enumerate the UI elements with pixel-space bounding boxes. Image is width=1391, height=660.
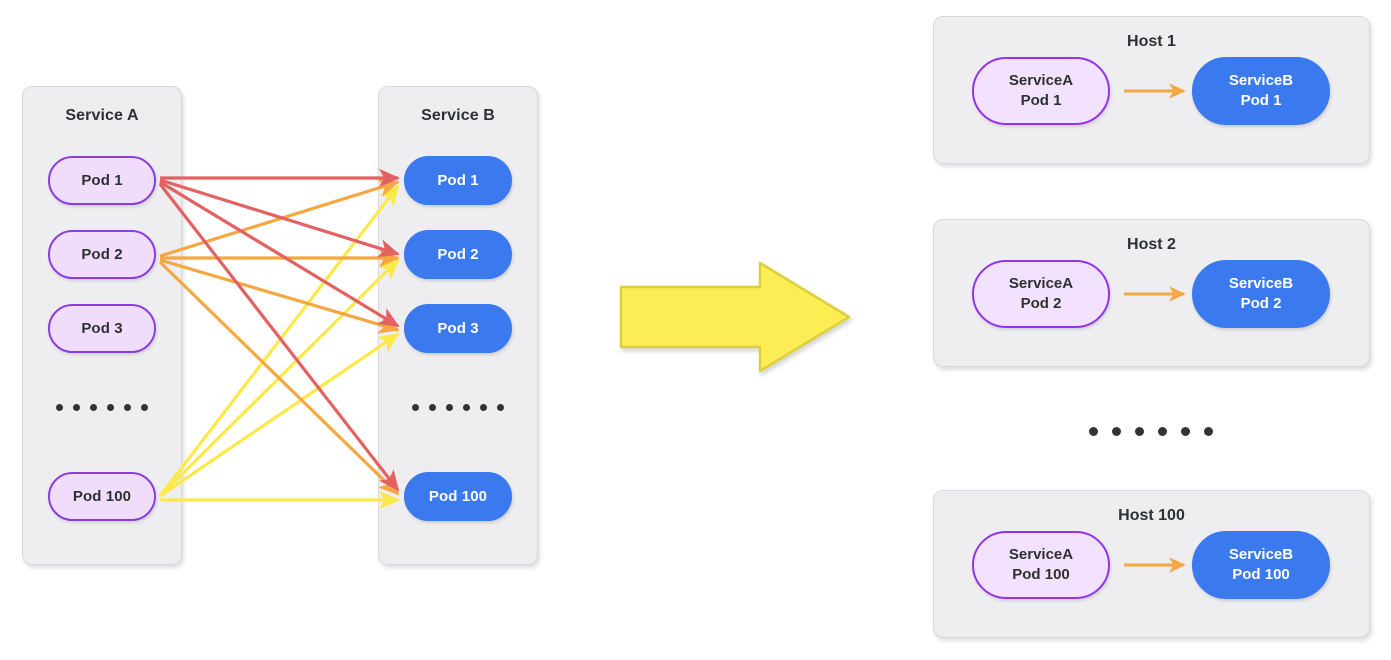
edge-group-pod100 <box>158 184 400 510</box>
service-a-pod-100[interactable]: Pod 100 <box>48 472 156 521</box>
edge-a2-to-b100 <box>158 260 400 496</box>
host-title: Host 1 <box>1127 33 1176 50</box>
host-pod-line1: ServiceB <box>1228 546 1294 564</box>
host-pod-line1: ServiceA <box>1008 72 1074 90</box>
big-right-arrow <box>619 261 851 373</box>
service-a-pod-1[interactable]: Pod 1 <box>48 156 156 205</box>
pod-label: Pod 100 <box>72 488 132 505</box>
service-a-pod-3[interactable]: Pod 3 <box>48 304 156 353</box>
edge-a1-to-b100 <box>158 183 400 492</box>
host-pod-line1: ServiceB <box>1228 275 1294 293</box>
host-title: Host 2 <box>1127 236 1176 253</box>
host-100-service-b-pod[interactable]: ServiceB Pod 100 <box>1192 531 1330 599</box>
host-pod-line2: Pod 2 <box>1240 295 1282 312</box>
host-pod-line1: ServiceA <box>1008 546 1074 564</box>
host-pod-line1: ServiceB <box>1228 72 1294 90</box>
host-pod-line2: Pod 100 <box>1012 566 1070 583</box>
host-list-ellipsis <box>1080 420 1222 442</box>
host-2-service-b-pod[interactable]: ServiceB Pod 2 <box>1192 260 1330 328</box>
pod-label: Pod 1 <box>437 172 479 189</box>
service-b-pod-100[interactable]: Pod 100 <box>404 472 512 521</box>
pod-label: Pod 3 <box>81 320 123 337</box>
host-2-service-a-pod[interactable]: ServiceA Pod 2 <box>972 260 1110 328</box>
service-b-pod-2[interactable]: Pod 2 <box>404 230 512 279</box>
edge-a1-to-b2 <box>159 178 400 258</box>
edge-a100-to-b1 <box>158 184 400 497</box>
pod-label: Pod 1 <box>81 172 123 189</box>
pod-label: Pod 2 <box>81 246 123 263</box>
host-1-service-a-pod[interactable]: ServiceA Pod 1 <box>972 57 1110 125</box>
pod-label: Pod 2 <box>437 246 479 263</box>
edge-a1-to-b3 <box>159 180 400 328</box>
host-pod-line2: Pod 1 <box>1020 92 1062 109</box>
host-pod-line1: ServiceA <box>1008 275 1074 293</box>
pod-label: Pod 100 <box>428 488 488 505</box>
service-b-pod-1[interactable]: Pod 1 <box>404 156 512 205</box>
host-100-service-a-pod[interactable]: ServiceA Pod 100 <box>972 531 1110 599</box>
service-b-ellipsis <box>404 396 512 418</box>
service-b-pod-3[interactable]: Pod 3 <box>404 304 512 353</box>
service-a-title: Service A <box>65 107 139 124</box>
service-a-ellipsis <box>48 396 156 418</box>
edge-group-pod1 <box>158 168 400 492</box>
host-title: Host 100 <box>1118 507 1185 524</box>
edge-a100-to-b3 <box>159 332 400 498</box>
edge-a100-to-b2 <box>158 258 400 498</box>
service-b-title: Service B <box>421 107 495 124</box>
host-pod-line2: Pod 1 <box>1240 92 1282 109</box>
edge-a2-to-b3 <box>159 258 400 334</box>
service-a-pod-2[interactable]: Pod 2 <box>48 230 156 279</box>
pod-label: Pod 3 <box>437 320 479 337</box>
edge-group-pod2 <box>158 178 400 496</box>
host-pod-line2: Pod 2 <box>1020 295 1062 312</box>
host-pod-line2: Pod 100 <box>1232 566 1290 583</box>
edge-a2-to-b1 <box>159 178 400 258</box>
host-1-service-b-pod[interactable]: ServiceB Pod 1 <box>1192 57 1330 125</box>
